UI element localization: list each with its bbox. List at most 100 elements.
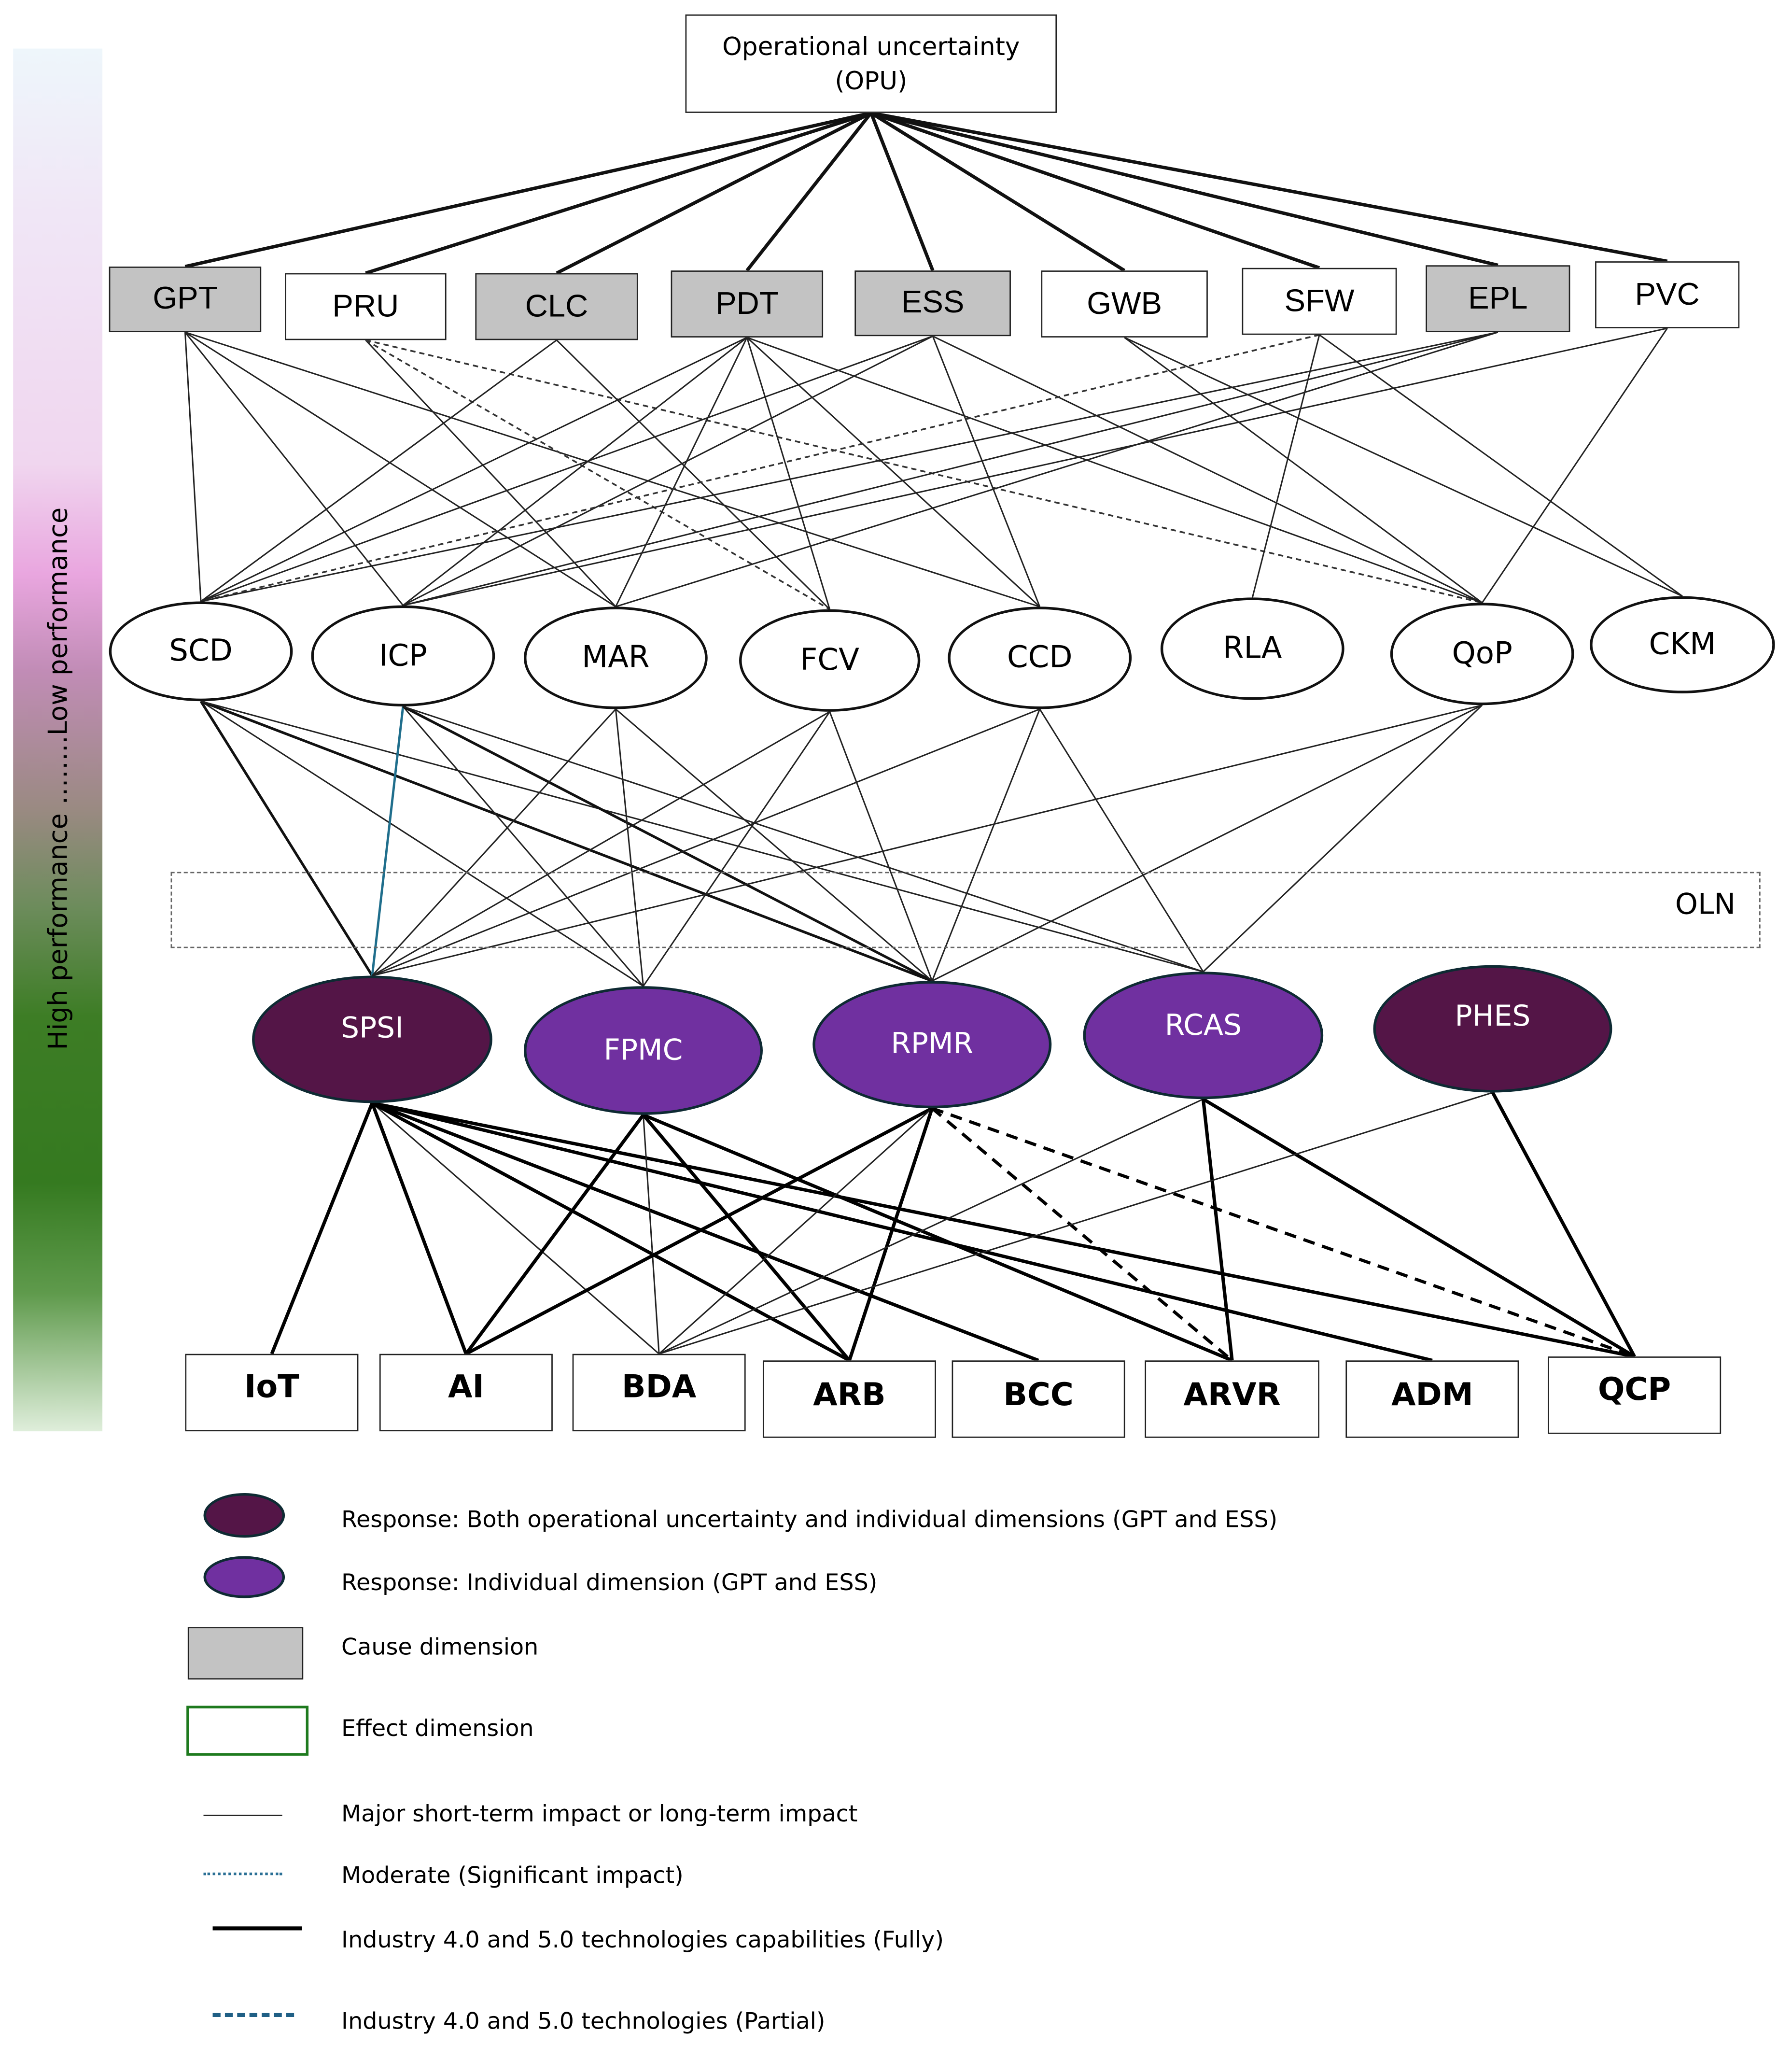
legend-text: Response: Both operational uncertainty a… — [341, 1507, 1278, 1534]
dimension-epl: EPL — [1426, 265, 1570, 333]
edge-fcv-to-fpmc — [643, 711, 830, 987]
edge-sfw-to-scd — [200, 334, 1320, 603]
response-rpmr: RPMR — [812, 981, 1052, 1109]
legend-swatch-dark-ellipse — [203, 1493, 285, 1538]
technology-label: AI — [448, 1368, 484, 1405]
edge-mar-to-rpmr — [615, 708, 933, 982]
root-abbreviation: (OPU) — [835, 66, 908, 96]
technology-label: ARVR — [1183, 1375, 1281, 1412]
dimension-label: CLC — [525, 288, 588, 324]
edge-opu-to-pdt — [745, 112, 873, 272]
technology-label: ARB — [813, 1375, 886, 1412]
edge-sfw-to-ckm — [1319, 334, 1683, 597]
outcome-label: FCV — [800, 643, 859, 678]
response-label: RPMR — [891, 1028, 974, 1061]
technology-bcc: BCC — [952, 1360, 1125, 1438]
legend-swatch-gray-rect — [187, 1627, 304, 1680]
edge-fcv-to-spsi — [372, 711, 830, 976]
outcome-fcv: FCV — [739, 609, 921, 712]
outcome-rla: RLA — [1160, 597, 1344, 700]
oln-label: OLN — [1675, 889, 1736, 922]
response-label: RCAS — [1164, 1010, 1242, 1043]
edge-spsi-to-ai — [370, 1102, 468, 1354]
edge-gpt-to-scd — [184, 332, 202, 602]
edge-pvc-to-qop — [1481, 328, 1668, 604]
dimension-label: PRU — [332, 288, 399, 324]
oln-band: OLN — [170, 872, 1761, 948]
edge-opu-to-gwb — [870, 111, 1126, 272]
performance-gradient-bar — [13, 48, 103, 1432]
edge-pvc-to-icp — [403, 327, 1667, 606]
edge-pru-to-fcv — [365, 339, 830, 610]
edge-opu-to-ess — [869, 112, 935, 271]
outcome-label: CKM — [1649, 627, 1716, 662]
technology-arvr: ARVR — [1145, 1360, 1319, 1438]
technology-bda: BDA — [572, 1354, 746, 1432]
technology-label: QCP — [1598, 1370, 1671, 1407]
technology-qcp: QCP — [1548, 1356, 1722, 1434]
edge-opu-to-sfw — [870, 111, 1320, 270]
edge-icp-to-fpmc — [402, 706, 644, 987]
outcome-scd: SCD — [109, 601, 293, 702]
legend-swatch-dashed-line — [212, 2013, 294, 2017]
edge-sfw-to-rla — [1251, 335, 1320, 598]
legend-text: Moderate (Significant impact) — [341, 1863, 684, 1890]
dimension-gpt: GPT — [109, 267, 262, 333]
edge-spsi-to-iot — [270, 1102, 374, 1355]
dimension-sfw: SFW — [1242, 268, 1397, 335]
edge-phes-to-qcp — [1491, 1091, 1636, 1357]
edge-clc-to-fcv — [556, 339, 830, 610]
edge-ess-to-qop — [932, 335, 1483, 604]
response-label: PHES — [1455, 1001, 1531, 1034]
outcome-label: ICP — [378, 638, 427, 673]
edge-rcas-to-bda — [658, 1098, 1204, 1355]
legend-text: Response: Individual dimension (GPT and … — [341, 1570, 878, 1597]
legend-text: Cause dimension — [341, 1635, 539, 1662]
edge-phes-to-bda — [658, 1092, 1493, 1355]
edge-pdt-to-qop — [746, 337, 1483, 604]
legend-text: Major short-term impact or long-term imp… — [341, 1802, 858, 1828]
outcome-label: QoP — [1452, 636, 1512, 671]
edge-opu-to-clc — [556, 111, 872, 275]
edge-rpmr-to-arb — [848, 1108, 934, 1361]
edge-ccd-to-rpmr — [931, 708, 1041, 981]
edge-gwb-to-ckm — [1124, 337, 1683, 597]
dimension-label: GPT — [153, 281, 218, 317]
edge-ess-to-scd — [200, 335, 933, 602]
edge-rpmr-to-arvr — [931, 1107, 1233, 1362]
edge-rcas-to-arvr — [1201, 1099, 1234, 1361]
edge-rpmr-to-ai — [465, 1107, 933, 1355]
technology-ai: AI — [379, 1354, 553, 1432]
dimension-clc: CLC — [475, 273, 638, 340]
technology-label: IoT — [244, 1368, 299, 1405]
edge-mar-to-spsi — [371, 708, 616, 976]
response-spsi: SPSI — [252, 975, 492, 1103]
edge-ess-to-icp — [403, 335, 933, 606]
edge-opu-to-pvc — [870, 111, 1668, 263]
edge-clc-to-scd — [200, 339, 557, 602]
outcome-ccd: CCD — [948, 606, 1132, 709]
edge-gpt-to-mar — [184, 331, 616, 607]
edge-scd-to-rcas — [200, 700, 1204, 973]
edge-opu-to-gpt — [184, 111, 872, 268]
legend-text: Industry 4.0 and 5.0 technologies capabi… — [341, 1928, 944, 1954]
edge-pdt-to-scd — [200, 337, 747, 602]
edge-opu-to-epl — [870, 111, 1498, 267]
edge-rcas-to-qcp — [1202, 1098, 1636, 1358]
legend-swatch-green-rect — [186, 1706, 309, 1756]
legend-swatch-purple-ellipse — [203, 1556, 285, 1598]
edge-qop-to-spsi — [372, 704, 1483, 976]
response-label: SPSI — [341, 1012, 404, 1045]
outcome-icp: ICP — [311, 605, 495, 707]
edge-gpt-to-icp — [184, 332, 404, 606]
edge-icp-to-spsi — [371, 706, 405, 976]
edge-rpmr-to-bda — [658, 1108, 933, 1354]
edge-epl-to-icp — [403, 331, 1498, 606]
root-title: Operational uncertainty — [722, 32, 1020, 61]
edge-spsi-to-qcp — [372, 1101, 1635, 1358]
edge-fpmc-to-arvr — [643, 1113, 1233, 1362]
dimension-pvc: PVC — [1595, 261, 1740, 328]
outcome-label: CCD — [1007, 641, 1073, 675]
dimension-label: PVC — [1635, 276, 1700, 312]
